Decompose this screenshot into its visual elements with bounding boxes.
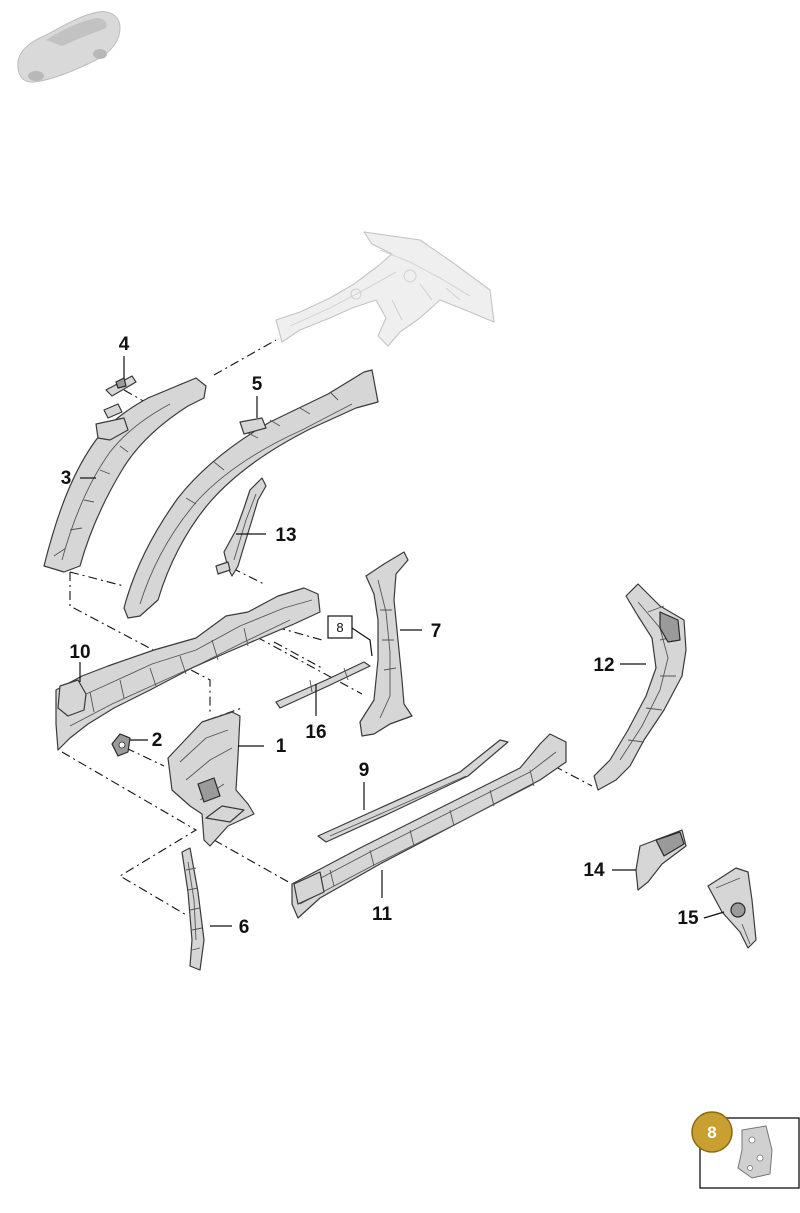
part-2-clip [111,733,131,757]
boxed-reference-number: 8 [336,620,343,635]
part-4-bracket [105,375,137,397]
callout-16: 16 [305,722,326,743]
part-1-pillar-base [167,711,255,847]
part-14-panel [635,829,687,891]
callout-5: 5 [252,374,263,395]
callout-12: 12 [593,655,614,676]
part-10-side-member [55,587,321,751]
vehicle-thumbnail-icon [17,11,121,83]
part-13-brace [215,477,267,577]
callout-6: 6 [239,917,250,938]
callout-13: 13 [275,525,296,546]
callout-2: 2 [152,730,163,751]
reference-badge-number: 8 [707,1123,716,1142]
part-15-bracket [707,867,757,949]
part-7-b-pillar [359,551,413,737]
callout-labels: 4 3 5 13 10 7 2 1 16 9 12 11 14 15 6 [61,334,699,938]
reference-inset: 8 [691,1111,800,1189]
callout-3: 3 [61,468,72,489]
leader-lines [79,356,725,927]
part-5-roof-rail [123,369,379,619]
callout-10: 10 [69,642,90,663]
part-11-rocker-panel [291,733,567,919]
callout-11: 11 [372,904,393,925]
callout-4: 4 [119,334,130,355]
part-3-a-pillar [43,377,207,573]
part-6-vertical-strip [181,847,205,971]
part-12-rear-pillar [593,583,687,791]
boxed-reference: 8 [327,615,353,639]
reference-badge [691,1111,733,1153]
part-16-rod [275,661,371,709]
inset-part-icon [737,1125,773,1179]
part-9-seal-strip [317,739,509,843]
ghost-roof-structure [275,231,495,347]
callout-15: 15 [677,908,699,929]
callout-14: 14 [583,860,605,881]
callout-7: 7 [431,621,442,642]
callout-9: 9 [359,760,370,781]
callout-1: 1 [276,736,287,757]
